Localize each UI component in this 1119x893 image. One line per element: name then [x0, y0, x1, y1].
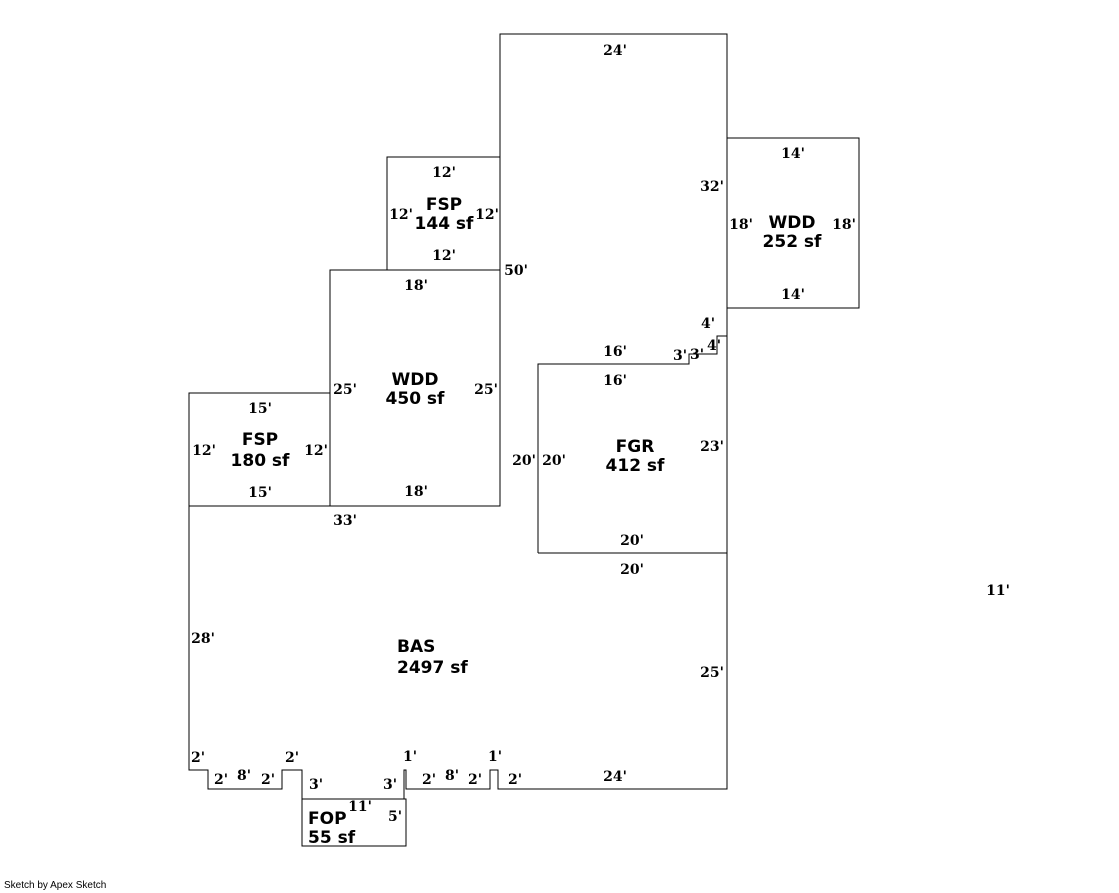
wdd-right-size: 252 sf: [763, 232, 823, 252]
fsp-top-outline: [386, 156, 501, 271]
dim-bas-top-left: 33': [333, 513, 357, 529]
dim-bas-right-50: 50': [504, 263, 528, 279]
dim-bas-right-lower: 25': [700, 665, 724, 681]
sketch-credit: Sketch by Apex Sketch: [4, 880, 107, 891]
fgr-code: FGR: [616, 437, 655, 457]
dim-bas-bottom-2e: 2': [422, 772, 436, 788]
fop-outline: [301, 798, 407, 847]
fop-code: FOP: [308, 809, 347, 829]
bas-code: BAS: [397, 637, 435, 657]
dim-bas-step-top: 4': [701, 316, 715, 332]
dim-bas-bottom-1a: 1': [403, 749, 417, 765]
dim-fsp-top-bottom: 12': [432, 248, 456, 264]
dim-fgr-bottom: 20': [620, 533, 644, 549]
dim-bas-top: 24': [603, 43, 627, 59]
dim-bas-bottom-2d: 2': [285, 750, 299, 766]
dim-wdd-left-left: 25': [333, 382, 357, 398]
dim-bas-fgr-top: 16': [603, 344, 627, 360]
fsp-left-size: 180 sf: [231, 451, 291, 471]
dim-bas-bottom-8a: 8': [237, 768, 251, 784]
bas-size: 2497 sf: [397, 658, 468, 678]
wdd-left-code: WDD: [392, 370, 439, 390]
fsp-left-outline: [188, 392, 331, 507]
dim-wdd-left-bottom: 18': [404, 484, 428, 500]
dim-bas-bottom-2g: 2': [508, 772, 522, 788]
wdd-right-code: WDD: [769, 213, 816, 233]
fgr-size: 412 sf: [606, 456, 666, 476]
dim-fsp-left-right: 12': [304, 443, 328, 459]
dim-bas-bottom-2b: 2': [214, 772, 228, 788]
wdd-right-outline: [726, 137, 860, 309]
dim-fgr-left: 20': [542, 453, 566, 469]
dim-bas-bottom-3a: 3': [309, 777, 323, 793]
dim-bas-bottom-8b: 8': [445, 768, 459, 784]
dim-wdd-right-right: 18': [832, 217, 856, 233]
dim-fsp-top-right: 12': [475, 207, 499, 223]
dim-bas-bottom-1b: 1': [488, 749, 502, 765]
dim-bas-fgr-bottom: 20': [620, 562, 644, 578]
dim-fop-right: 5': [388, 809, 402, 825]
dim-fgr-top: 16': [603, 373, 627, 389]
dim-bas-left: 28': [191, 631, 215, 647]
dim-fsp-top-top: 12': [432, 165, 456, 181]
dim-fsp-left-left: 12': [192, 443, 216, 459]
fgr-outline: [537, 335, 727, 553]
dim-wdd-right-top: 14': [781, 146, 805, 162]
dim-bas-bottom-2f: 2': [468, 772, 482, 788]
dim-bas-fgr-left: 20': [512, 453, 536, 469]
dim-fsp-left-bottom: 15': [248, 485, 272, 501]
dim-bas-right-upper: 32': [700, 179, 724, 195]
dim-bas-bottom-right: 24': [603, 769, 627, 785]
dim-bas-bottom-2a: 2': [191, 750, 205, 766]
dim-bas-bottom-2c: 2': [261, 772, 275, 788]
dim-bas-notch: 3': [690, 347, 704, 363]
wdd-left-size: 450 sf: [386, 389, 446, 409]
dim-stray: 11': [986, 583, 1010, 599]
dim-wdd-left-top: 18': [404, 278, 428, 294]
fsp-top-code: FSP: [426, 195, 462, 215]
bas-outline: [188, 33, 728, 800]
dim-fsp-left-top: 15': [248, 401, 272, 417]
dim-fgr-notch: 3': [673, 348, 687, 364]
dim-wdd-right-left: 18': [729, 217, 753, 233]
dim-bas-bottom-3b: 3': [383, 777, 397, 793]
dim-fgr-right: 23': [700, 439, 724, 455]
dim-fsp-top-left: 12': [389, 207, 413, 223]
fop-size: 55 sf: [308, 828, 356, 848]
dim-bas-step-side: 4': [707, 338, 721, 354]
fsp-top-size: 144 sf: [415, 214, 475, 234]
dim-wdd-right-bottom: 14': [781, 287, 805, 303]
dim-wdd-left-right: 25': [474, 382, 498, 398]
fsp-left-code: FSP: [242, 430, 278, 450]
dim-fop-top: 11': [348, 799, 372, 815]
